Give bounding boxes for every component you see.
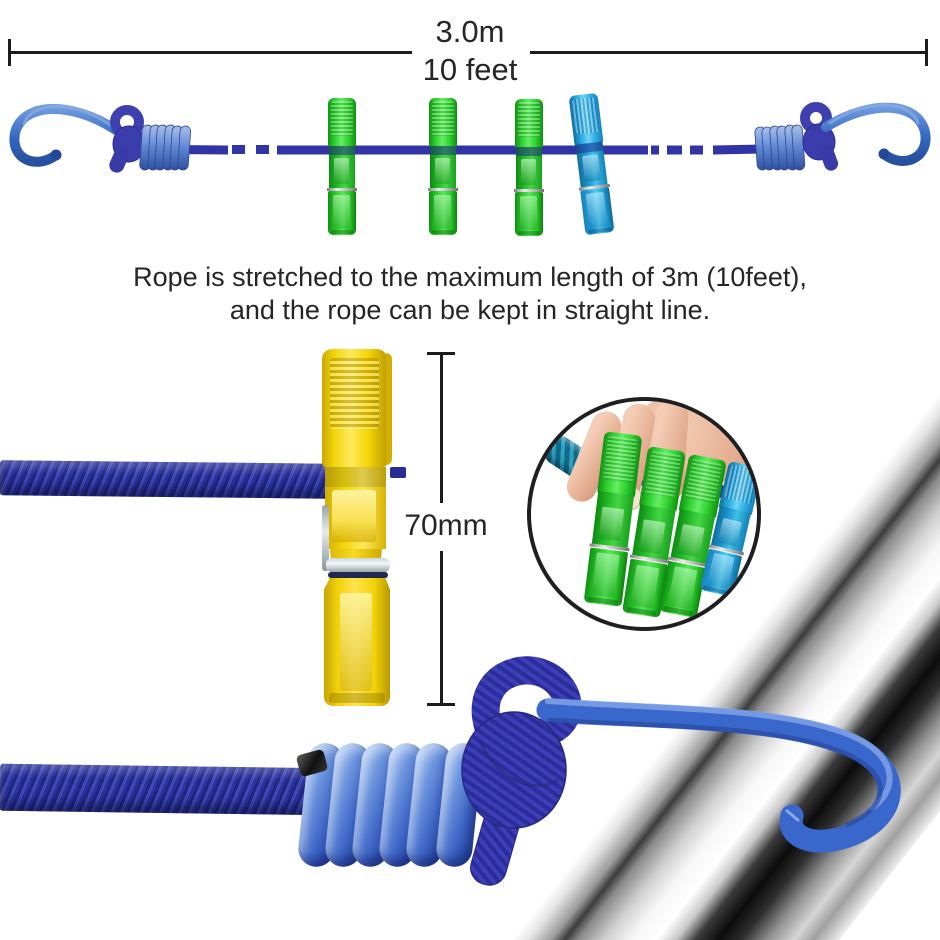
dimension-line-left-segment (9, 51, 412, 54)
usage-inset-circle (527, 397, 761, 631)
clothespin-lower-arm (580, 187, 615, 236)
rope-coil-left (139, 124, 192, 171)
hook-tip (878, 148, 890, 160)
clothespin-lower-arm (328, 191, 356, 235)
rope-stub (390, 467, 406, 478)
clothespin-jaw (430, 145, 456, 188)
rope-knot-left (109, 105, 146, 173)
clothespin-jaw (575, 141, 608, 188)
caption-line-1: Rope is stretched to the maximum length … (133, 262, 807, 292)
clothespin-jaw (710, 506, 752, 553)
dimension-line-upper (440, 353, 443, 503)
caption-line-2: and the rope can be kept in straight lin… (229, 295, 711, 325)
clothespin-grip (515, 99, 543, 149)
total-length-metric-label: 3.0m (435, 14, 505, 49)
clothespin-lower-arm (583, 547, 629, 607)
clothesline-rope-graphic (9, 102, 931, 173)
clothespin-grip (429, 98, 457, 148)
clothespin-jaw (591, 491, 635, 548)
clothespin-spring-icon (428, 187, 458, 191)
clothespin-spring-icon (514, 188, 544, 192)
clothespin-spring-icon (322, 505, 329, 571)
clothespin-grip (597, 431, 643, 498)
clothespin (327, 98, 357, 235)
clothespin-grip (328, 98, 356, 148)
clothespin-jaw (329, 145, 355, 188)
clothespin-lower-arm (324, 578, 390, 706)
clothespin-grip (322, 349, 387, 467)
rope-coil-right (754, 124, 806, 171)
clothespin-jaw (516, 146, 542, 189)
rope-break-dash (651, 145, 659, 155)
rope-hook-left (9, 104, 121, 167)
clip-length-label: 70mm (404, 509, 488, 542)
clothespin-side-flange (386, 353, 392, 465)
hook-tip (50, 149, 62, 161)
clothespin-spring-icon (327, 187, 357, 191)
clothespin-spring-shadow (328, 572, 388, 578)
clothespin-lower-arm (515, 192, 543, 236)
yellow-clothespin-closeup (322, 349, 392, 706)
total-length-imperial-label: 10 feet (422, 52, 518, 87)
rope-hook-closeup (536, 698, 901, 853)
rope-hook-right (821, 102, 931, 166)
dimension-cap-bottom (427, 703, 455, 706)
hook-on-pole-closeup (461, 656, 901, 886)
clothespin-spring-icon (326, 558, 390, 572)
bungee-rope-closeup (0, 460, 333, 499)
rope-knot-right (800, 102, 839, 171)
dimension-line-lower (440, 551, 443, 705)
rope-break-dash (690, 145, 703, 155)
caption-text: Rope is stretched to the maximum length … (0, 261, 940, 327)
clothespin-jaw (325, 467, 386, 549)
dimension-line-right-segment (530, 51, 928, 54)
rope-break-dash (232, 145, 245, 154)
bungee-rope-end-closeup (0, 763, 333, 816)
clothespin-lower-arm (699, 548, 743, 598)
clothespin-grip (568, 92, 604, 147)
rope-knot-closeup (461, 656, 582, 886)
clothespin (428, 98, 458, 235)
rope-break-dash (667, 145, 682, 155)
clothespin-lower-arm (429, 191, 457, 235)
rope-break-dash (256, 145, 269, 154)
clothespin (514, 99, 544, 236)
